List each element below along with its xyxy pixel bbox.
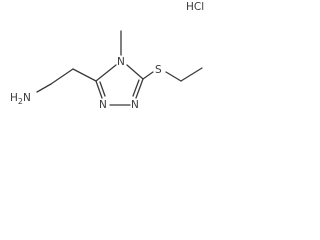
salt-label: HCl xyxy=(186,1,204,13)
bond-s-ch2 xyxy=(165,71,182,82)
bond-n4-c5 xyxy=(126,64,144,80)
bond-ch2-ch3 xyxy=(180,67,203,82)
amine-label: H2N xyxy=(10,92,31,106)
bond-c5-n1-double xyxy=(132,79,140,97)
bond-n2-c3-double xyxy=(99,81,106,97)
atom-n-ring-right: N xyxy=(131,99,139,111)
bond-ch2-ch2 xyxy=(50,68,74,85)
bond-c5-s xyxy=(142,71,154,80)
bond-amine-ch2 xyxy=(36,83,52,93)
atom-sulfur: S xyxy=(155,64,162,76)
bond-ch2-c3 xyxy=(72,68,97,82)
bond-c3-n4 xyxy=(95,64,117,82)
atom-n-ring-left: N xyxy=(99,99,107,111)
atom-n-methyl: N xyxy=(117,56,125,68)
bond-n2-c3 xyxy=(95,80,103,99)
bond-c5-n1 xyxy=(135,78,144,99)
molecule-structure: HCl H2N N N N S xyxy=(10,1,204,111)
